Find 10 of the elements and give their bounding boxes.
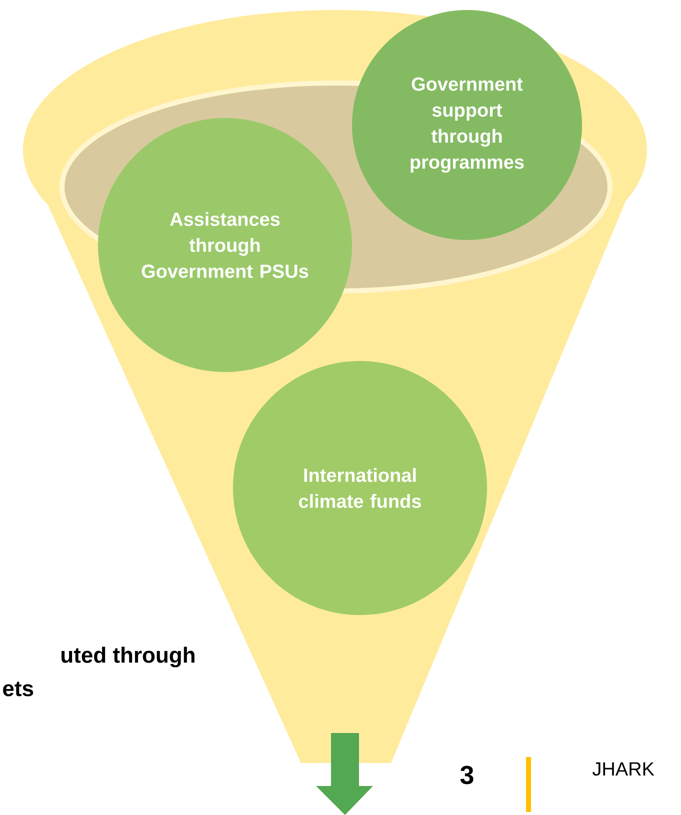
circle-node (233, 361, 487, 615)
node-text: Assistances through Government PSUs (142, 212, 308, 278)
footer-text: JHARK (592, 762, 654, 776)
circle-node (98, 118, 352, 372)
node-text: Government support through programmes (410, 77, 524, 173)
page-number: 3 (460, 766, 474, 784)
body-text: uted through (62, 646, 194, 668)
node-text: International climate funds (298, 468, 421, 508)
circle-node (352, 10, 582, 240)
body-text: ets (3, 682, 34, 696)
